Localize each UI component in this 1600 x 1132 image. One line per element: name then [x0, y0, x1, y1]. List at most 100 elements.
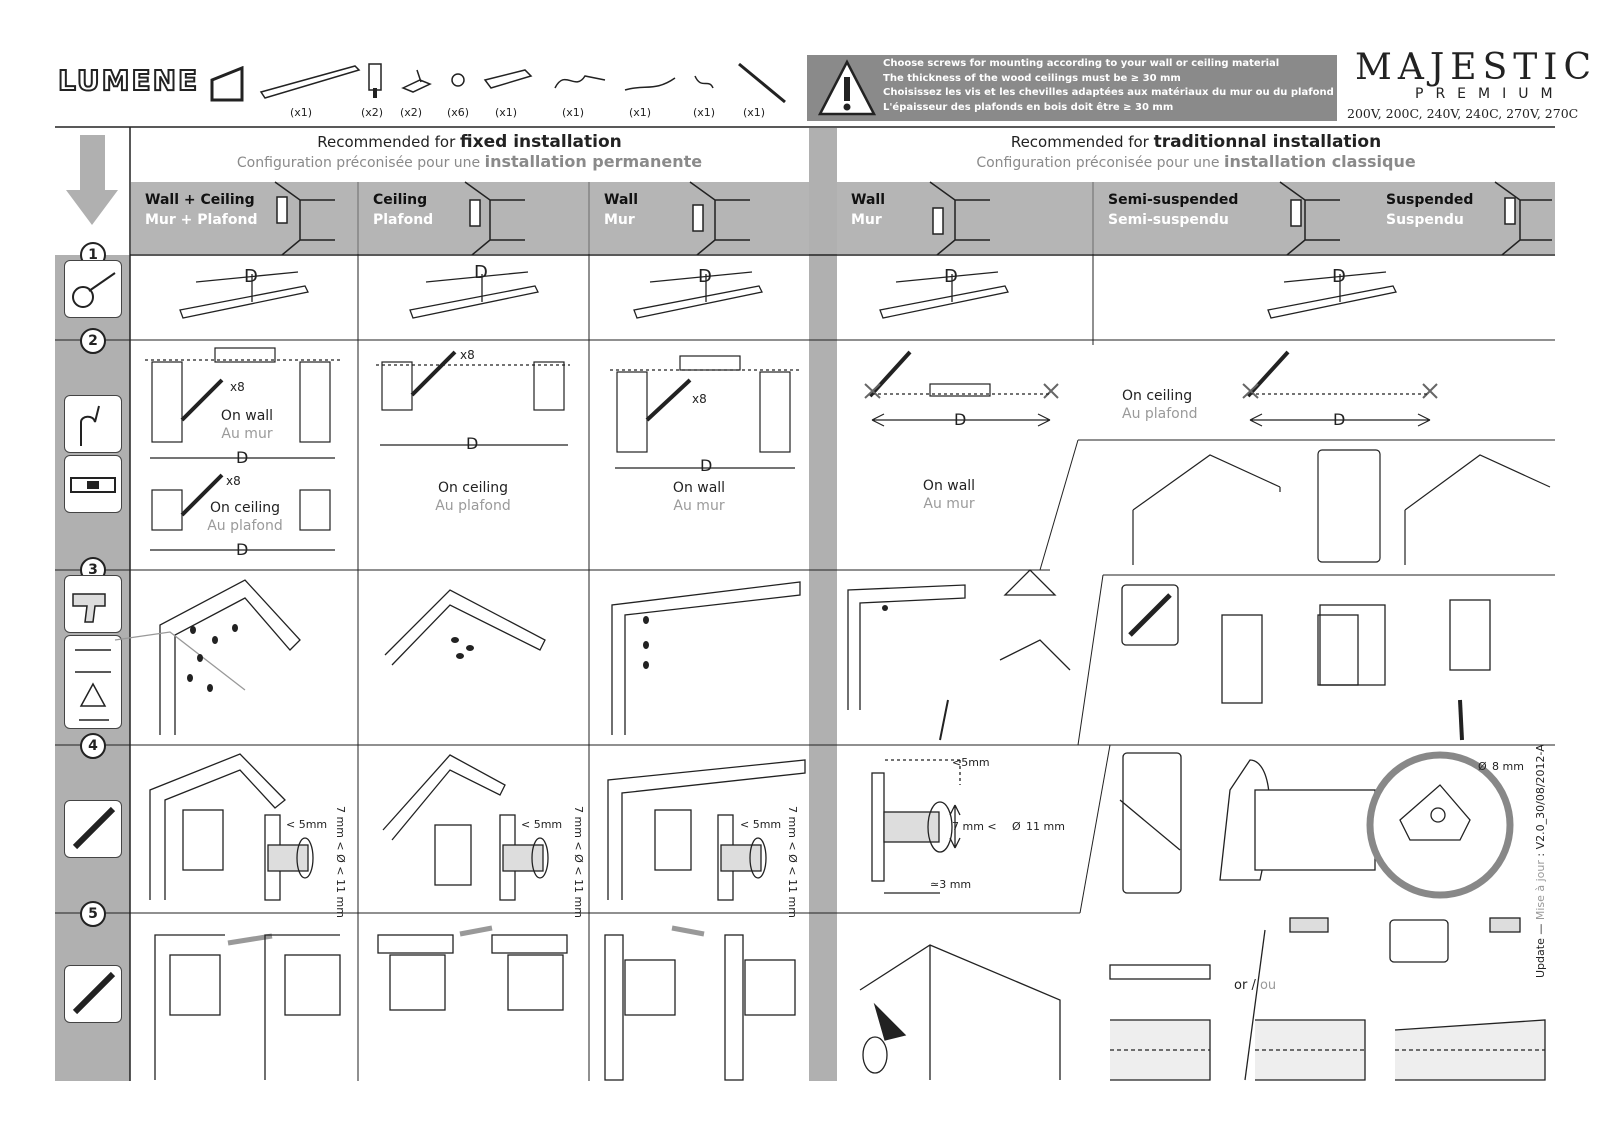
hand-pencil-icon	[80, 405, 100, 446]
step5-drawings	[154, 917, 1546, 1081]
on-ceiling-label: On ceiling	[437, 480, 509, 496]
qty-cable-2: (x1)	[629, 106, 652, 119]
on-ceiling-label: On ceiling	[1122, 388, 1193, 404]
product-brand: MAJESTIC PREMIUM 200V, 200C, 240V, 240C,…	[1347, 47, 1598, 122]
step-2: 2	[80, 328, 106, 354]
logo-mark-icon	[210, 66, 244, 102]
qty-cable-3: (x1)	[693, 106, 716, 119]
col-suspended-en: Suspended	[1386, 192, 1474, 208]
qty-plate: (x2)	[400, 106, 423, 119]
or-label: or	[1234, 978, 1248, 993]
dim-diameter-icon: Ø	[1478, 760, 1487, 773]
step-4: 4	[80, 733, 106, 759]
x8-label: x8	[230, 380, 245, 394]
tool-drill	[64, 575, 122, 633]
drill-icon	[72, 593, 106, 623]
tape-measure-icon	[72, 272, 116, 308]
ou-label: ou	[1259, 978, 1277, 993]
tool-screwdriver-4	[64, 800, 122, 858]
d-label: D	[466, 434, 479, 453]
warning-banner: Choose screws for mounting according to …	[807, 55, 1337, 121]
warning-line-3: Choisissez les vis et les chevilles adap…	[883, 87, 1334, 98]
au-mur-label: Au mur	[221, 426, 273, 442]
warning-line-4: L'épaisseur des plafonds en bois doit êt…	[883, 101, 1174, 113]
tool-level	[64, 455, 122, 513]
warning-triangle-icon	[817, 59, 877, 116]
d-label: D	[236, 540, 249, 559]
dim-approx-3mm: ≃3 mm	[930, 878, 972, 891]
lumene-logo: LUMENE	[57, 63, 244, 106]
x8-label: x8	[226, 474, 241, 488]
d-label: D	[698, 266, 712, 287]
fixed-cfg: Configuration préconisée pour une instal…	[236, 152, 703, 171]
au-plafond-label: Au plafond	[207, 518, 283, 534]
dim-less-5mm: < 5mm	[521, 818, 563, 831]
dim-less-5mm: <5mm	[952, 756, 990, 769]
qty-bracket: (x2)	[361, 106, 384, 119]
x8-label: x8	[460, 348, 475, 362]
dim-less-5mm: < 5mm	[286, 818, 328, 831]
product-sub: PREMIUM	[1415, 86, 1565, 102]
step4-drawings	[149, 753, 806, 901]
fixed-section-heading: Recommended for fixed installation Confi…	[130, 132, 809, 171]
dim-diameter-icon: Ø	[1012, 820, 1021, 833]
qty-screen: (x1)	[290, 106, 313, 119]
step3-drawings	[114, 569, 1071, 741]
on-ceiling-label: On ceiling	[209, 500, 281, 516]
parts-drawing-icon	[259, 62, 786, 104]
warning-line-1: Choose screws for mounting according to …	[883, 58, 1280, 69]
dim-range-vert: 7 mm < Ø < 11 mm	[786, 806, 799, 918]
parts-list: (x1) (x2) (x2) (x6) (x1) (x1) (x1) (x1) …	[255, 58, 795, 124]
d-label: D	[236, 448, 249, 467]
qty-hex-key: (x1)	[743, 106, 766, 119]
step-5: 5	[80, 901, 106, 927]
wall-anchors-icon	[75, 649, 111, 721]
on-wall-label: On wall	[922, 478, 976, 494]
tool-anchors	[64, 635, 122, 729]
screwdriver-icon	[72, 806, 116, 850]
dim-less-5mm: < 5mm	[740, 818, 782, 831]
d-label: D	[244, 266, 258, 287]
step2-drawings	[145, 347, 1551, 565]
qty-remote: (x1)	[495, 106, 518, 119]
au-mur-label: Au mur	[673, 498, 725, 514]
screwdriver-icon	[72, 971, 116, 1015]
d-label: D	[1332, 266, 1346, 287]
qty-cable-1: (x1)	[562, 106, 585, 119]
qty-screw: (x6)	[447, 106, 470, 119]
fixed-rec: Recommended for fixed installation	[317, 132, 622, 152]
d-label: D	[1333, 410, 1346, 429]
d-label: D	[954, 410, 967, 429]
dim-range-vert: 7 mm < Ø < 11 mm	[572, 806, 585, 918]
tool-screwdriver-5	[64, 965, 122, 1023]
d-label: D	[700, 456, 713, 475]
d-label: D	[944, 266, 958, 287]
au-plafond-label: Au plafond	[435, 498, 511, 514]
tool-measure	[64, 260, 122, 318]
au-plafond-label: Au plafond	[1122, 406, 1198, 422]
x8-label: x8	[692, 392, 707, 406]
product-name: MAJESTIC	[1355, 47, 1598, 88]
tool-pencil	[64, 395, 122, 453]
dim-8mm: 8 mm	[1492, 760, 1524, 773]
traditional-section-heading: Recommended for traditionnal installatio…	[837, 132, 1555, 171]
au-mur-label: Au mur	[923, 496, 975, 512]
update-note: Update — Mise à jour : V2.0_30/08/2012-A	[1534, 744, 1547, 978]
col-suspended-fr: Suspendu	[1386, 212, 1464, 228]
on-wall-label: On wall	[672, 480, 726, 496]
on-wall-label: On wall	[220, 408, 274, 424]
warning-line-2: The thickness of the wood ceilings must …	[883, 72, 1181, 84]
traditional-cfg: Configuration préconisée pour une instal…	[976, 152, 1416, 171]
traditional-rec: Recommended for traditionnal installatio…	[1010, 132, 1382, 152]
dim-range-right: 11 mm	[1026, 820, 1065, 833]
bracket-drawings	[871, 584, 1514, 899]
room-icons	[274, 181, 1552, 256]
d-label: D	[474, 262, 488, 283]
dim-range-vert: 7 mm < Ø < 11 mm	[334, 806, 347, 918]
step1-drawings	[179, 271, 1397, 319]
product-models: 200V, 200C, 240V, 240C, 270V, 270C	[1347, 106, 1579, 121]
spirit-level-icon	[70, 477, 116, 493]
